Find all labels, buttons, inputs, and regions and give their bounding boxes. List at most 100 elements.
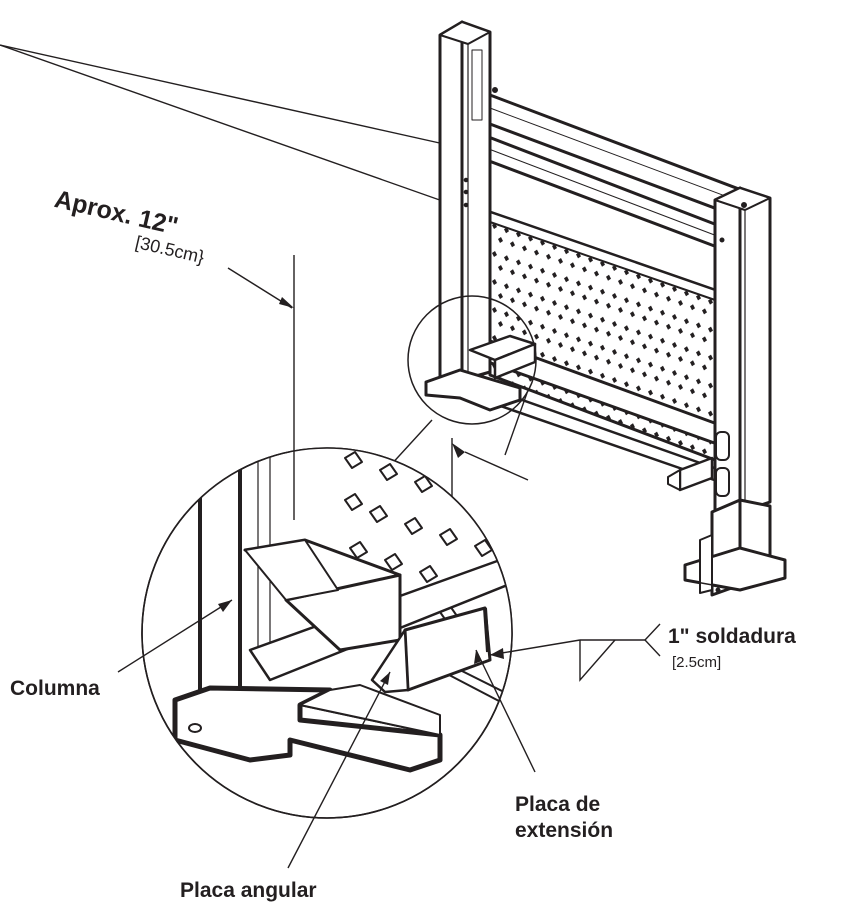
perforation-hole (582, 294, 587, 301)
perforation-hole (624, 381, 629, 388)
perforation-hole (630, 339, 635, 346)
perforation-hole (690, 304, 695, 311)
perforation-hole (600, 344, 605, 351)
perforation-hole (564, 304, 569, 311)
extension-arrowhead (474, 650, 482, 664)
perforation-hole (642, 343, 647, 350)
perforation-hole (690, 444, 695, 451)
perforation-hole (576, 364, 581, 371)
extension-plate-label-line1: Placa de (515, 793, 601, 816)
perforation-hole (702, 308, 707, 315)
perforation-hole (696, 406, 701, 413)
perforation-hole (498, 237, 503, 243)
right-column-top (714, 187, 771, 211)
perforation-hole (624, 325, 629, 332)
perforation-hole (684, 346, 689, 353)
perforation-hole (612, 377, 617, 383)
perforation-hole (594, 298, 599, 305)
perforation-hole (540, 295, 545, 302)
perforation-hole (696, 294, 701, 301)
perforation-hole (636, 329, 641, 336)
perforation-hole (678, 440, 683, 446)
perforation-hole (516, 259, 521, 266)
perforation-hole (534, 333, 539, 340)
perforation-hole (510, 269, 515, 276)
detail-column-face (198, 448, 242, 702)
perforation-hole (522, 245, 527, 252)
perforation-hole (564, 332, 569, 339)
perforation-hole (582, 322, 587, 329)
perforation-hole (504, 311, 509, 318)
perforation-hole (522, 301, 527, 308)
perforation-hole (672, 370, 677, 376)
perforation-hole (558, 342, 563, 348)
perforation-hole (546, 253, 551, 260)
perforation-hole (642, 427, 647, 434)
perforation-hole (528, 319, 533, 326)
perforation-hole (510, 297, 515, 304)
angular-arrowhead (380, 672, 390, 685)
perforation-hole (708, 298, 713, 305)
extension-plate-label: Placa de extensión (515, 792, 613, 844)
perforation-hole (612, 321, 617, 327)
perforation-hole (504, 255, 509, 262)
perforation-hole (642, 287, 647, 294)
perforation-hole (708, 410, 713, 417)
perforation-hole (618, 419, 623, 425)
perforation-hole (546, 309, 551, 316)
extension-plate-label-line2: extensión (515, 819, 614, 842)
perforation-hole (588, 312, 593, 319)
perforation-hole (618, 363, 623, 369)
left-column-top (439, 21, 491, 45)
perforation-hole (630, 283, 635, 290)
perforation-hole (618, 335, 623, 341)
column-label: Columna (10, 677, 100, 700)
perforation-hole (666, 295, 671, 302)
dimension-arrowhead (279, 297, 294, 308)
perforation-hole (498, 321, 503, 327)
perforation-hole (696, 322, 701, 329)
perforation-hole (606, 274, 611, 281)
detail-connector-right (504, 392, 528, 456)
perforation-hole (630, 367, 635, 374)
perforation-hole (666, 435, 671, 442)
enlarged-detail (141, 447, 513, 819)
left-column-front (438, 20, 464, 397)
perforation-hole (684, 402, 689, 409)
perforation-hole (654, 375, 659, 382)
perforation-hole (660, 393, 665, 400)
perforation-hole (696, 378, 701, 385)
perforation-hole (558, 286, 563, 292)
perforation-hole (528, 291, 533, 298)
perforation-hole (672, 286, 677, 292)
perforation-hole (528, 263, 533, 270)
perforation-hole (570, 290, 575, 297)
perforation-hole (666, 379, 671, 386)
perforation-hole (516, 287, 521, 294)
perforation-hole (678, 356, 683, 362)
perforation-hole (600, 288, 605, 295)
perforation-hole (666, 323, 671, 330)
perforation-hole (546, 281, 551, 288)
perforation-hole (702, 364, 707, 371)
perforation-hole (684, 318, 689, 325)
perforation-hole (492, 335, 497, 341)
perforation-hole (684, 374, 689, 381)
perforation-hole (690, 388, 695, 395)
perforation-hole (672, 342, 677, 348)
perforation-hole (576, 280, 581, 287)
perforation-hole (588, 284, 593, 291)
perforation-hole (708, 354, 713, 361)
perforation-hole (660, 309, 665, 316)
perforation-hole (654, 319, 659, 326)
perforation-hole (552, 272, 557, 278)
perforation-hole (618, 307, 623, 313)
perforation-hole (492, 307, 497, 313)
perforation-hole (606, 358, 611, 365)
perforation-hole (672, 314, 677, 320)
perforation-hole (654, 431, 659, 438)
left-column-side (460, 20, 492, 382)
weld-label: 1" soldadura (668, 625, 796, 648)
